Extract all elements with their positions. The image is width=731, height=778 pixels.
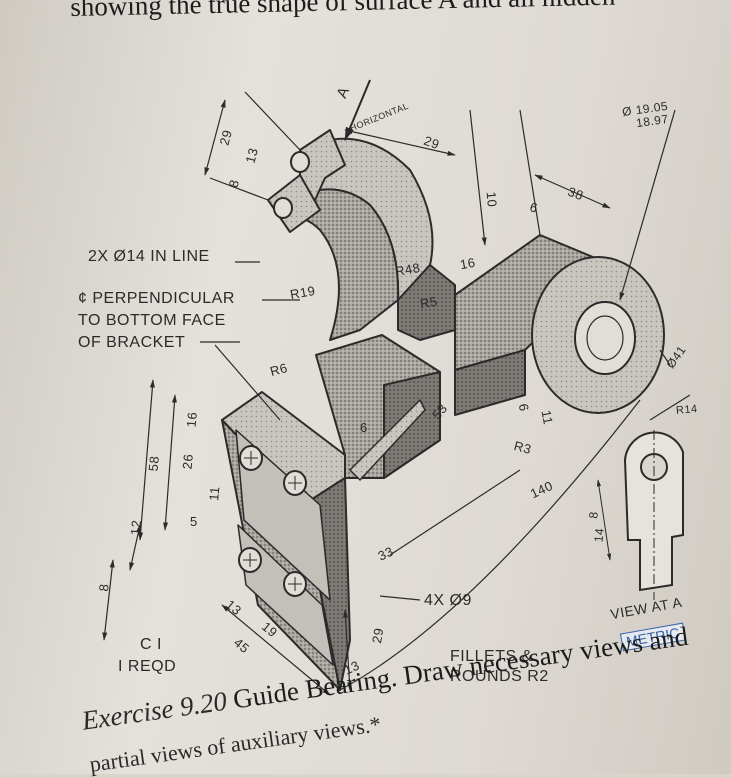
base-bolt-holes [238,445,307,597]
dimension-lines [102,91,691,696]
bearing-boss [454,234,665,416]
note-perpendicular-2: TO BOTTOM FACE [78,312,226,329]
dim-5: 5 [190,514,198,529]
dim-11-left: 11 [206,485,223,502]
note-material-2: I REQD [118,658,177,675]
dim-16-left: 16 [183,411,200,428]
dim-26: 26 [179,453,196,470]
dim-58: 58 [145,455,162,472]
dim-11: 11 [538,409,556,426]
dim-8-left: 8 [96,582,112,593]
note-base-holes: 4X Ø9 [424,592,472,609]
column-web [315,334,441,481]
note-perpendicular-1: ¢ PERPENDICULAR [78,290,235,307]
note-holes: 2X Ø14 IN LINE [88,248,210,265]
view-direction-arrow [344,79,371,142]
dim-10: 10 [483,191,500,208]
dim-12: 12 [127,519,144,536]
note-fillets-1: FILLETS & [450,648,533,665]
dim-r5: R5 [418,293,439,312]
fork-top [267,129,346,233]
note-fillets-2: ROUNDS R2 [450,668,549,685]
dim-6-web: 6 [360,420,368,435]
dim-16-right: 16 [458,254,477,273]
dim-r14: R14 [675,403,699,417]
dim-14-view: 14 [591,527,607,543]
dim-8-view: 8 [586,510,601,520]
dim-29-bottom: 29 [369,626,387,645]
note-material-1: C I [140,636,162,653]
view-at-a-detail [596,430,684,600]
note-perpendicular-3: OF BRACKET [78,334,186,351]
